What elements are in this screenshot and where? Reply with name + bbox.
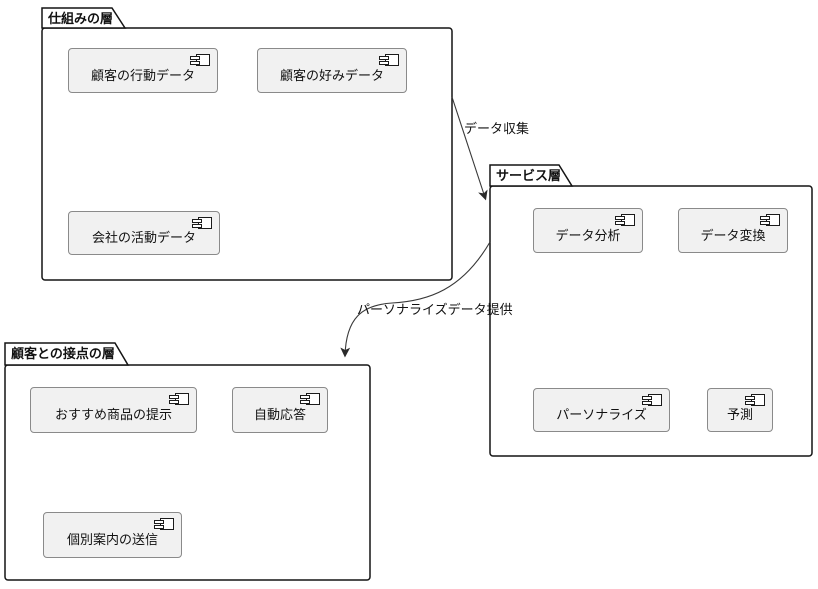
package-customer-touchpoint-layer-tab — [4, 342, 130, 366]
arrow-data-collection — [451, 96, 488, 201]
component-icon — [190, 54, 210, 66]
component-icon — [154, 518, 174, 530]
component-individual-guidance: 個別案内の送信 — [43, 512, 182, 558]
component-auto-response: 自動応答 — [232, 387, 328, 433]
component-label: 顧客の行動データ — [90, 67, 195, 83]
arrow-label-data-collection: データ収集 — [464, 121, 530, 136]
arrow-label-personalized-data-provision: パーソナライズデータ提供 — [357, 302, 513, 317]
component-data-conversion: データ変換 — [678, 208, 788, 253]
component-label: 予測 — [726, 407, 753, 422]
package-service-layer-name: サービス層 — [496, 168, 562, 183]
component-icon — [642, 394, 662, 406]
component-label: 個別案内の送信 — [66, 532, 158, 547]
component-label: パーソナライズ — [556, 407, 647, 422]
arrow-personalized-data-provision — [340, 241, 491, 358]
component-label: データ変換 — [700, 227, 766, 243]
package-service-layer-tab — [489, 164, 574, 187]
component-label: 会社の活動データ — [91, 230, 196, 245]
component-company-activity-data: 会社の活動データ — [68, 211, 220, 255]
component-label: おすすめ商品の提示 — [54, 407, 172, 422]
component-label: 顧客の好みデータ — [279, 67, 384, 83]
component-icon — [760, 214, 780, 226]
package-mechanism-layer-tab — [41, 7, 127, 29]
component-icon — [379, 54, 399, 66]
package-customer-touchpoint-layer-name: 顧客との接点の層 — [11, 346, 115, 361]
component-data-analysis: データ分析 — [533, 208, 643, 253]
component-icon — [169, 393, 189, 405]
component-customer-preference-data: 顧客の好みデータ — [257, 48, 407, 93]
component-icon — [192, 217, 212, 229]
package-mechanism-layer-name: 仕組みの層 — [48, 11, 114, 26]
component-icon — [300, 393, 320, 405]
component-label: 自動応答 — [253, 407, 306, 422]
component-label: データ分析 — [555, 227, 621, 243]
component-customer-behavior-data: 顧客の行動データ — [68, 48, 218, 93]
component-recommended-products: おすすめ商品の提示 — [30, 387, 197, 433]
component-personalize: パーソナライズ — [533, 388, 670, 432]
component-prediction: 予測 — [707, 388, 773, 432]
component-icon — [615, 214, 635, 226]
component-icon — [745, 394, 765, 406]
